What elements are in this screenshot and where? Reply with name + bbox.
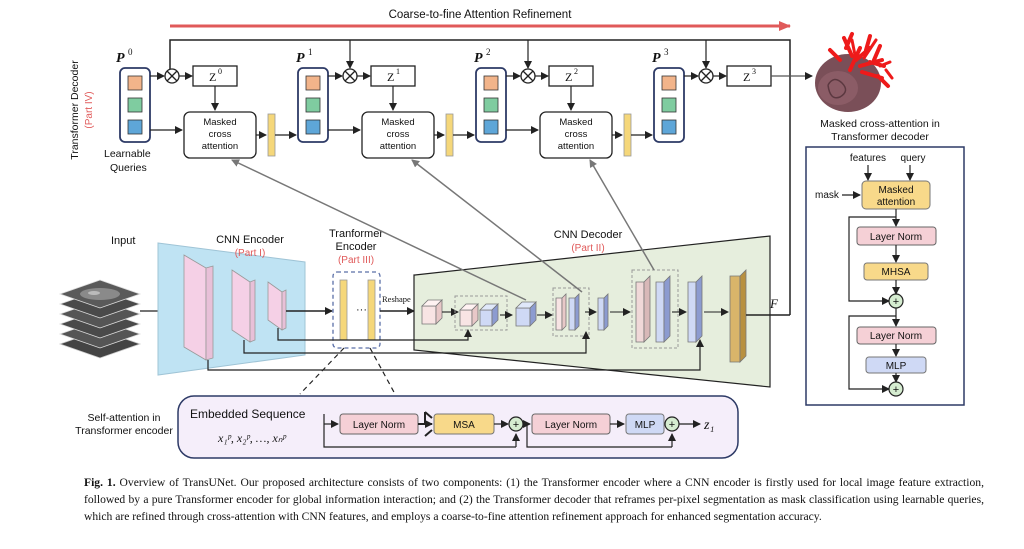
svg-text:Encoder: Encoder	[336, 241, 377, 253]
svg-text:mask: mask	[815, 190, 840, 201]
cnn-decoder-part: (Part II)	[571, 243, 604, 254]
segmentation-output-image	[815, 32, 894, 112]
svg-text:Layer Norm: Layer Norm	[870, 331, 922, 342]
cnn-encoder-label: CNN Encoder	[216, 234, 284, 246]
svg-text:0: 0	[218, 67, 222, 76]
coarse-to-fine-title: Coarse-to-fine Attention Refinement	[389, 9, 573, 21]
svg-text:MSA: MSA	[453, 420, 475, 431]
svg-text:P: P	[652, 51, 661, 66]
svg-text:Z: Z	[743, 70, 750, 84]
svg-text:1: 1	[396, 67, 400, 76]
svg-text:Transformer decoder: Transformer decoder	[831, 131, 929, 143]
decoder-feature-maps	[421, 269, 747, 363]
svg-text:2: 2	[486, 47, 491, 57]
transunet-diagram: Coarse-to-fine Attention Refinement Tran…	[58, 9, 965, 459]
svg-text:Masked: Masked	[203, 117, 236, 128]
decoder-label: Transformer Decoder	[69, 60, 81, 160]
caption-label: Fig. 1.	[84, 476, 116, 489]
transformer-encoder-label: Tranformer	[329, 228, 383, 240]
decoder-feature-bar-1	[445, 113, 454, 157]
learnable-queries-label: Learnable	[104, 148, 151, 160]
caption-text: Overview of TransUNet. Our proposed arch…	[84, 476, 984, 523]
figure-caption: Fig. 1. Overview of TransUNet. Our propo…	[84, 474, 984, 525]
svg-text:MHSA: MHSA	[882, 267, 911, 278]
svg-text:···: ···	[356, 304, 367, 316]
svg-text:Layer Norm: Layer Norm	[545, 420, 597, 431]
svg-text:0: 0	[128, 47, 133, 57]
embedded-sequence-label: Embedded Sequence	[190, 407, 306, 421]
svg-text:MLP: MLP	[886, 361, 907, 372]
svg-text:features: features	[850, 153, 886, 164]
query-stack-0: P 0	[116, 47, 151, 143]
embedded-sequence-values: x₁ᵖ, x₂ᵖ, …, xₙᵖ	[217, 431, 287, 445]
svg-text:attention: attention	[558, 141, 594, 152]
svg-text:P: P	[296, 51, 305, 66]
cnn-decoder-label: CNN Decoder	[554, 229, 623, 241]
query-stack-3: P 3	[652, 47, 685, 143]
input-ct-stack	[58, 279, 142, 359]
encoder-feature-maps	[183, 254, 287, 361]
sa-mlp-box	[625, 413, 665, 435]
svg-text:attention: attention	[380, 141, 416, 152]
svg-text:+: +	[893, 296, 899, 308]
svg-text:3: 3	[752, 67, 756, 76]
svg-text:attention: attention	[877, 197, 915, 208]
mca-panel: features query mask Masked attention Lay…	[805, 146, 965, 406]
svg-text:3: 3	[664, 47, 669, 57]
transformer-encoder-box	[332, 271, 381, 349]
self-attention-side-label: Self-attention in	[88, 412, 161, 424]
mca-add-node-2	[888, 381, 904, 397]
svg-text:P: P	[474, 51, 483, 66]
svg-text:Masked: Masked	[878, 185, 913, 196]
f-label: F	[769, 296, 779, 311]
svg-text:2: 2	[574, 67, 578, 76]
svg-text:Transformer encoder: Transformer encoder	[75, 425, 173, 437]
svg-text:1: 1	[308, 47, 313, 57]
query-stack-1: P 1	[296, 47, 329, 143]
mca-panel-title: Masked cross-attention in	[820, 118, 940, 130]
decoder-feature-bar-2	[623, 113, 632, 157]
svg-text:+: +	[513, 419, 519, 431]
input-label: Input	[111, 235, 135, 247]
svg-text:Layer Norm: Layer Norm	[870, 232, 922, 243]
svg-text:Z: Z	[209, 70, 216, 84]
svg-text:+: +	[893, 384, 899, 396]
svg-text:attention: attention	[202, 141, 238, 152]
svg-text:cross: cross	[565, 129, 588, 140]
cnn-encoder-part: (Part I)	[235, 248, 266, 259]
decoder-part-label: (Part IV)	[84, 91, 95, 128]
z1-label: z₁	[703, 418, 714, 433]
svg-text:Z: Z	[565, 70, 572, 84]
query-label: P	[116, 51, 125, 66]
transformer-encoder-part: (Part III)	[338, 255, 374, 266]
svg-text:+: +	[669, 419, 675, 431]
svg-text:cross: cross	[209, 129, 232, 140]
svg-text:Masked: Masked	[381, 117, 414, 128]
svg-text:Masked: Masked	[559, 117, 592, 128]
svg-text:query: query	[900, 153, 925, 164]
query-stack-2: P 2	[474, 47, 507, 143]
svg-text:Queries: Queries	[110, 162, 147, 174]
svg-text:cross: cross	[387, 129, 410, 140]
svg-text:Layer Norm: Layer Norm	[353, 420, 405, 431]
svg-text:Z: Z	[387, 70, 394, 84]
svg-text:MLP: MLP	[635, 420, 656, 431]
reshape-label: Reshape	[382, 294, 411, 304]
decoder-feature-bar-0	[267, 113, 276, 157]
